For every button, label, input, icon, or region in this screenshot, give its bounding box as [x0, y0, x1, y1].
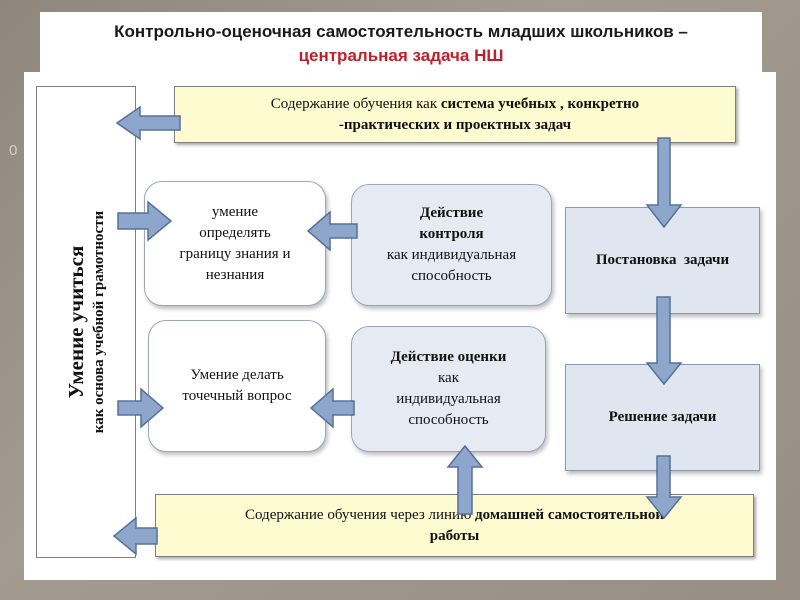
- action-control-desc: способность: [411, 268, 492, 284]
- skill-line: Умение делать: [190, 367, 284, 383]
- arrow-up-homework-to-assessment-icon: [446, 444, 484, 515]
- arrow-left-top-icon: [115, 105, 181, 141]
- action-control-title: Действие: [419, 205, 484, 221]
- arrow-left-assessment-to-skill2-icon: [309, 387, 355, 429]
- arrow-down-to-task-setting-icon: [645, 137, 683, 229]
- action-assessment-title: Действие оценки: [390, 349, 507, 365]
- skill-line: незнания: [205, 266, 265, 283]
- action-control-title: контроля: [419, 226, 484, 242]
- skill-box-precise-question: Умение делать точечный вопрос: [148, 320, 326, 452]
- content-tasks-text-1: Содержание обучения как: [270, 95, 441, 112]
- arrow-right-to-column-skill2-icon: [117, 387, 165, 429]
- action-assessment-desc: как: [437, 370, 459, 386]
- action-control-desc: как индивидуальная: [386, 247, 517, 263]
- content-tasks-box: Содержание обучения как система учебных …: [174, 86, 736, 143]
- homework-text-3: работы: [429, 527, 480, 544]
- arrow-down-to-homework-icon: [645, 455, 683, 520]
- homework-text-2: домашней самостоятельной: [475, 506, 664, 523]
- action-box-assessment: Действие оценки как индивидуальная спосо…: [351, 326, 546, 452]
- skill-line: умение: [211, 203, 259, 220]
- skill-box-knowledge-boundary: умение определять границу знания и незна…: [144, 181, 326, 306]
- decorative-glyph: 0: [9, 142, 18, 159]
- step-task-setting-label: Постановка задачи: [595, 252, 730, 268]
- arrow-right-to-column-skill1-icon: [117, 200, 173, 242]
- content-tasks-text-3: -практических и проектных задач: [338, 116, 572, 133]
- skill-line: определять: [199, 224, 271, 241]
- action-assessment-desc: индивидуальная: [396, 391, 501, 407]
- content-tasks-text-2: система учебных , конкретно: [440, 95, 640, 112]
- arrow-left-control-to-skill1-icon: [306, 210, 358, 252]
- title-line-2: центральная задача НШ: [298, 46, 504, 65]
- action-assessment-desc: способность: [408, 412, 489, 428]
- title-banner: Контрольно-оценочная самостоятельность м…: [40, 12, 762, 72]
- arrow-left-bottom-icon: [112, 516, 158, 556]
- learning-skill-column: Умение учиться как основа учебной грамот…: [36, 86, 136, 558]
- homework-text-1: Содержание обучения через линию: [244, 506, 476, 523]
- title-line-1: Контрольно-оценочная самостоятельность м…: [114, 22, 688, 41]
- step-task-solving-label: Решение задачи: [608, 409, 717, 425]
- action-box-control: Действие контроля как индивидуальная спо…: [351, 184, 552, 306]
- arrow-down-to-task-solving-icon: [645, 296, 683, 386]
- skill-line: границу знания и: [179, 245, 291, 262]
- skill-line: точечный вопрос: [182, 388, 292, 404]
